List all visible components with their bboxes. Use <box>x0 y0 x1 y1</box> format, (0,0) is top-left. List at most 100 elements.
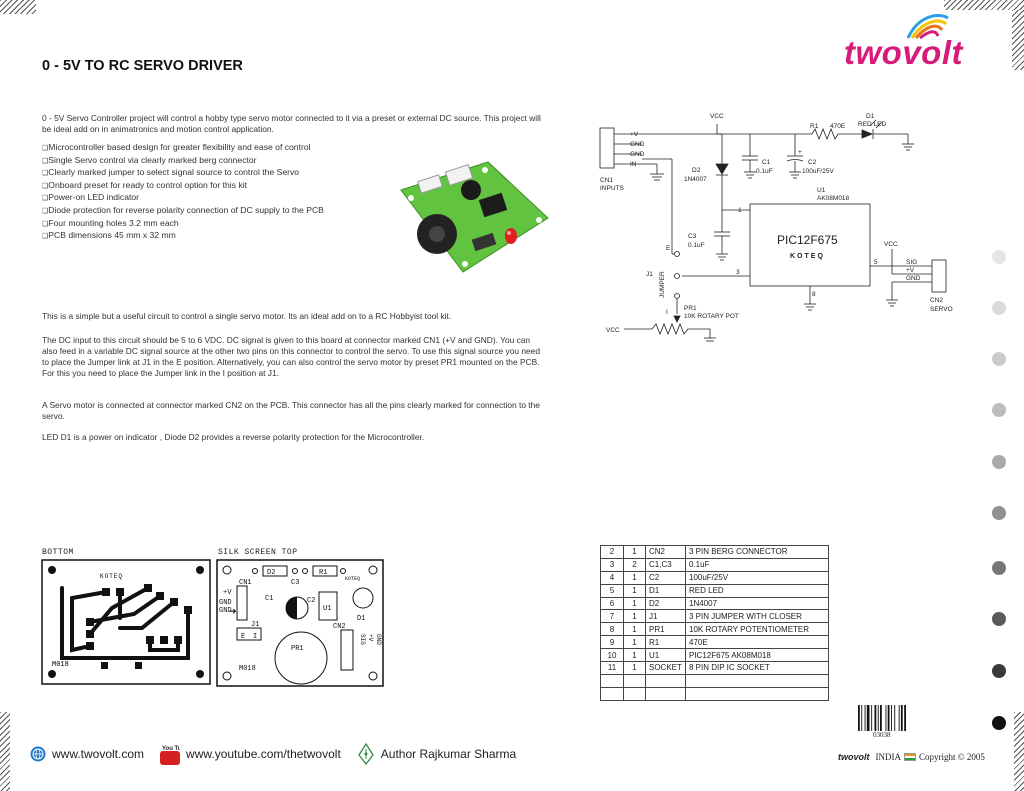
silk-r1-label: R1 <box>319 569 327 577</box>
schematic-c2-value: 100uF/25V <box>802 168 834 175</box>
bom-cell: 0.1uF <box>685 557 829 572</box>
page-title: 0 - 5V TO RC SERVO DRIVER <box>42 58 243 74</box>
schematic-d1-label: D1 <box>866 113 875 120</box>
corner-hatch-bottom-left <box>0 712 10 791</box>
bom-cell: 3 <box>600 557 624 572</box>
schematic-j1-label: J1 <box>646 271 653 278</box>
bom-cell: 1 <box>623 545 646 559</box>
feature-item: Onboard preset for ready to control opti… <box>42 180 324 193</box>
silk-gnd-label: GND <box>219 599 232 607</box>
footer: www.twovolt.com You Tube www.youtube.com… <box>30 743 532 765</box>
schematic-cn1-pin: GND <box>630 141 645 148</box>
schematic-c2-plus: + <box>798 149 802 156</box>
schematic-c1-label: C1 <box>762 159 771 166</box>
bom-cell: 1 <box>623 570 646 585</box>
website-link[interactable]: www.twovolt.com <box>52 747 145 761</box>
author-text: Author Rajkumar Sharma <box>380 747 517 761</box>
bom-cell <box>600 686 624 701</box>
side-dot <box>992 716 1006 730</box>
schematic-cn1-label: CN1 <box>600 177 613 184</box>
bom-cell: 1 <box>623 661 646 675</box>
bom-cell: 8 <box>600 622 624 637</box>
circuit-schematic: VCC R1 470E D1 RED LED +V GND GND IN CN1… <box>599 113 953 342</box>
barcode <box>858 705 906 731</box>
schematic-c3-value: 0.1uF <box>688 242 705 249</box>
bom-cell: CN2 <box>645 545 686 559</box>
silk-cn2-label: CN2 <box>333 623 346 631</box>
bom-cell: D1 <box>645 583 686 598</box>
corner-hatch-top-right <box>944 0 1024 10</box>
bom-cell: 2 <box>600 545 624 559</box>
youtube-link[interactable]: www.youtube.com/thetwovolt <box>186 747 341 761</box>
feature-item: Microcontroller based design for greater… <box>42 142 324 155</box>
bom-cell: 1 <box>623 609 646 624</box>
barcode-bar <box>874 705 877 731</box>
barcode-bar <box>864 705 866 731</box>
schematic-d1-value: RED LED <box>858 121 886 128</box>
feature-item: Power-on LED indicator <box>42 192 324 205</box>
footer-country: INDIA <box>875 752 902 762</box>
bom-cell: 1 <box>623 622 646 637</box>
barcode-bar <box>900 705 903 731</box>
feature-item: Single Servo control via clearly marked … <box>42 155 324 168</box>
bom-cell: 100uF/25V <box>685 570 829 585</box>
schematic-u1-value: AK08M018 <box>817 195 850 202</box>
bom-cell <box>645 686 686 701</box>
barcode-bar <box>894 705 896 731</box>
description-paragraph: This is a simple but a useful circuit to… <box>42 311 452 321</box>
schematic-vcc-label: VCC <box>710 113 724 120</box>
schematic-c3-label: C3 <box>688 233 697 240</box>
feature-item: Clearly marked jumper to select signal s… <box>42 167 324 180</box>
bom-cell: SOCKET <box>645 661 686 675</box>
pcb-bottom-code: M018 <box>52 661 69 669</box>
bom-cell <box>600 673 624 688</box>
silk-plus-v2-label: +V <box>367 634 374 642</box>
youtube-icon: You Tube <box>160 746 181 765</box>
barcode-bar <box>866 705 870 731</box>
bom-row <box>600 686 829 701</box>
bom-cell: 6 <box>600 596 624 611</box>
schematic-cn2-label: CN2 <box>930 297 943 304</box>
feature-list: Microcontroller based design for greater… <box>42 142 324 243</box>
schematic-c1-value: 0.1uF <box>756 168 773 175</box>
bom-cell: 470E <box>685 635 829 650</box>
bom-cell: 9 <box>600 635 624 650</box>
bom-cell: 8 PIN DIP IC SOCKET <box>685 661 829 675</box>
barcode-bar <box>858 705 860 731</box>
schematic-jumper-label: JUMPER <box>659 271 666 298</box>
schematic-u1-label: U1 <box>817 187 826 194</box>
pen-nib-icon <box>357 743 374 765</box>
twovolt-logo: twovolt <box>838 8 1013 74</box>
schematic-chip-name: PIC12F675 <box>777 233 838 247</box>
silk-sig-label: SIG <box>359 634 366 645</box>
silk-c2-label: C2 <box>307 597 315 605</box>
silk-gnd-label: GND <box>219 607 232 615</box>
pcb-bottom-brand: KOTEQ <box>100 573 123 580</box>
bom-cell: 11 <box>600 661 624 675</box>
silk-i-label: I <box>253 633 257 641</box>
side-dot <box>992 352 1006 366</box>
intro-paragraph: 0 - 5V Servo Controller project will con… <box>42 113 541 134</box>
description-paragraph: A Servo motor is connected at connector … <box>42 400 540 421</box>
bom-cell: C2 <box>645 570 686 585</box>
silk-c3-label: C3 <box>291 579 299 587</box>
bom-cell <box>685 686 829 701</box>
silk-cn1-label: CN1 <box>239 579 252 587</box>
schematic-pin1: 1 <box>738 207 742 214</box>
bom-cell: 1 <box>623 635 646 650</box>
schematic-d2-value: 1N4007 <box>684 176 707 183</box>
schematic-i-label: I <box>666 309 668 316</box>
logo-swirl-icon <box>906 14 949 40</box>
silk-d1-label: D1 <box>357 615 365 623</box>
footer-youtube[interactable]: You Tube www.youtube.com/thetwovolt <box>160 743 341 765</box>
bom-cell: 1 <box>623 596 646 611</box>
bom-cell: D2 <box>645 596 686 611</box>
corner-hatch-right-edge <box>1012 10 1024 70</box>
description-paragraph: LED D1 is a power on indicator , Diode D… <box>42 432 425 442</box>
footer-website[interactable]: www.twovolt.com <box>30 746 144 762</box>
pcb-photo <box>400 161 549 273</box>
